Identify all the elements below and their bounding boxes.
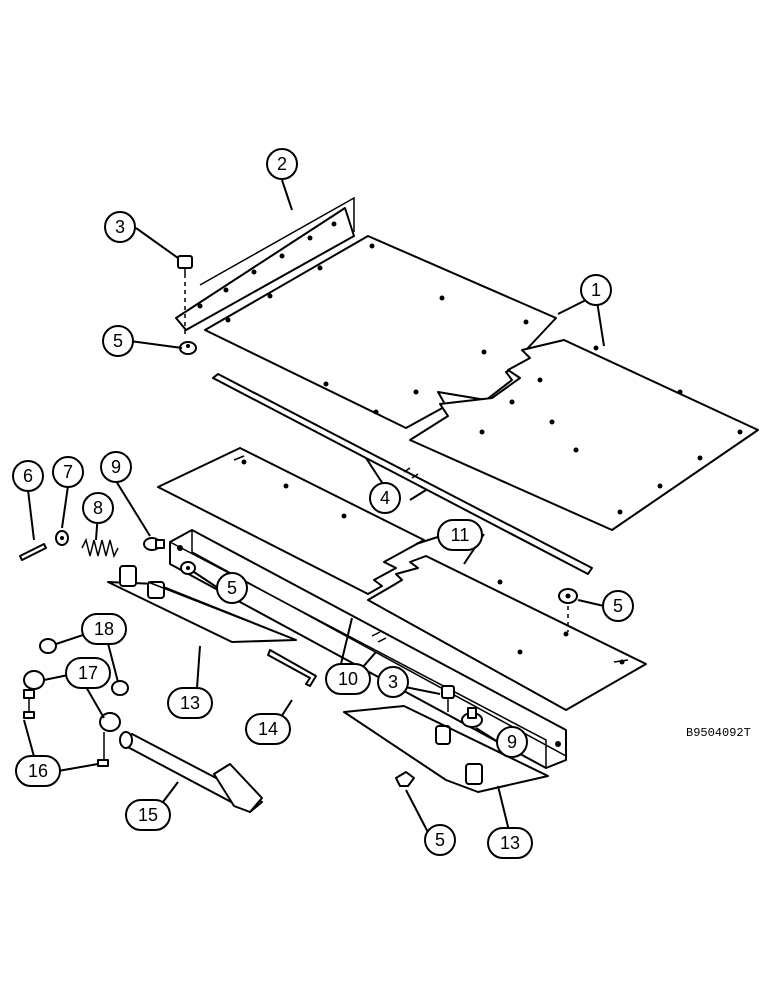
callout-11-label: 11 [451, 525, 470, 545]
callout-9-right-label: 9 [507, 732, 517, 752]
callout-3-top-label: 3 [115, 217, 125, 237]
bolt-part-9-left [143, 537, 165, 551]
callout-7: 7 [52, 456, 84, 488]
callout-15-label: 15 [138, 805, 158, 825]
floor-panel-part-1-left [204, 235, 557, 429]
bolt-part-9-right [461, 707, 483, 728]
callout-5-bottom: 5 [424, 824, 456, 856]
callout-18: 18 [81, 613, 127, 645]
upper-floor-panels [175, 196, 759, 575]
callout-3-top: 3 [104, 211, 136, 243]
floor-panel-part-11-left [157, 447, 425, 595]
strip-part-4 [212, 373, 593, 575]
nut-part-5-right [558, 588, 578, 632]
callout-8: 8 [82, 492, 114, 524]
callout-13-left: 13 [167, 687, 213, 719]
callout-4: 4 [369, 482, 401, 514]
nut-part-5-bottom [395, 771, 415, 787]
bolt-part-3-top [177, 255, 193, 336]
guard-part-13-right [343, 705, 549, 793]
callout-1-label: 1 [591, 280, 601, 300]
callout-7-label: 7 [63, 462, 73, 482]
callout-5-bottom-label: 5 [435, 830, 445, 850]
callout-6: 6 [12, 460, 44, 492]
nut-part-5-mid [180, 561, 196, 575]
pin-part-14 [267, 649, 317, 687]
callout-10: 10 [325, 663, 371, 695]
spring-part-8 [81, 537, 119, 559]
bolt-part-3-lower [441, 685, 455, 712]
callout-9-right: 9 [496, 726, 528, 758]
callout-2: 2 [266, 148, 298, 180]
callout-1: 1 [580, 274, 612, 306]
callout-5-mid: 5 [216, 572, 248, 604]
callout-15: 15 [125, 799, 171, 831]
nut-part-5-top [179, 341, 197, 355]
lower-floor-panels [19, 447, 647, 813]
washer-part-7 [55, 530, 69, 546]
callout-17-label: 17 [78, 663, 98, 683]
callout-2-label: 2 [277, 154, 287, 174]
callout-9-left-label: 9 [111, 457, 121, 477]
callout-5-right: 5 [602, 590, 634, 622]
callout-13-right: 13 [487, 827, 533, 859]
callout-13-left-label: 13 [180, 693, 200, 713]
floor-panel-part-1-right [409, 339, 759, 531]
callout-5-top: 5 [102, 325, 134, 357]
floor-panel-part-11-right [367, 555, 647, 711]
callout-bubbles: 2 3 1 5 4 6 7 9 8 11 5 5 18 17 13 10 3 1… [12, 148, 634, 859]
callout-10-label: 10 [338, 669, 358, 689]
figure-reference-code: B9504092T [686, 726, 751, 740]
callout-5-right-label: 5 [613, 596, 623, 616]
callout-3-lower-label: 3 [388, 672, 398, 692]
callout-6-label: 6 [23, 466, 33, 486]
callout-14: 14 [245, 713, 291, 745]
callout-4-label: 4 [380, 488, 390, 508]
callout-8-label: 8 [93, 498, 103, 518]
callout-11: 11 [437, 519, 483, 551]
shaft-part-15 [119, 731, 263, 813]
callout-3-lower: 3 [377, 666, 409, 698]
callout-14-label: 14 [258, 719, 278, 739]
clamp-assembly-left [23, 638, 57, 719]
callout-5-top-label: 5 [113, 331, 123, 351]
callout-16-label: 16 [28, 761, 48, 781]
callout-17: 17 [65, 657, 111, 689]
callout-5-mid-label: 5 [227, 578, 237, 598]
callout-16: 16 [15, 755, 61, 787]
callout-18-label: 18 [94, 619, 114, 639]
cotter-pin-part-6 [19, 543, 47, 561]
callout-13-right-label: 13 [500, 833, 520, 853]
callout-9-left: 9 [100, 451, 132, 483]
clamp-assembly-right [97, 680, 129, 767]
